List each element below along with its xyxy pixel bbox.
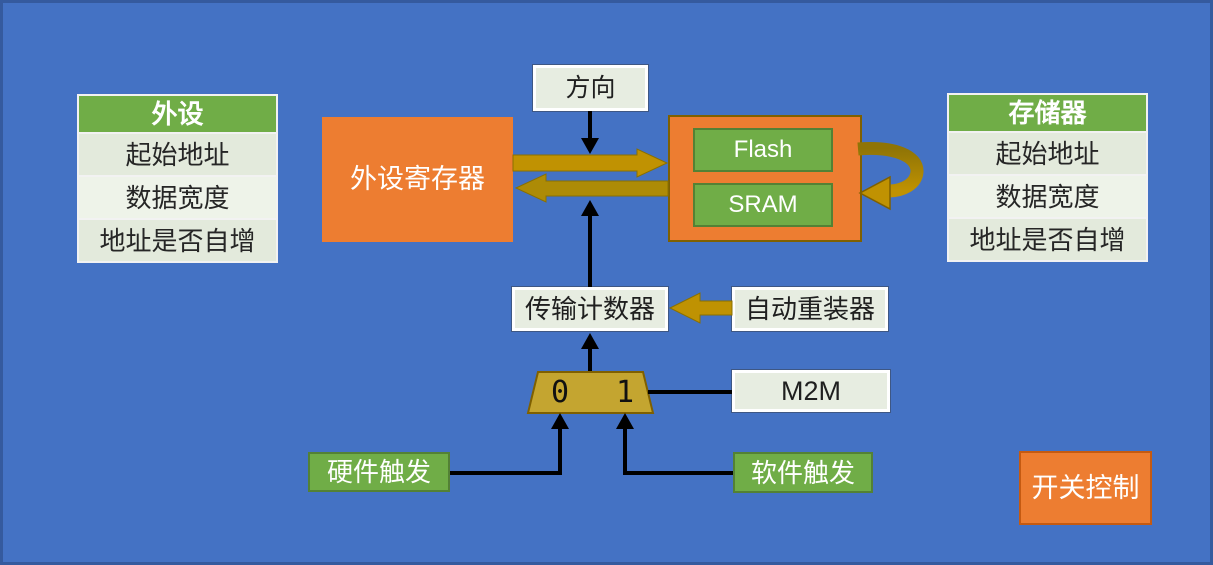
switch-control-box: 开关控制 bbox=[1019, 451, 1152, 525]
memory-table: 存储器 起始地址 数据宽度 地址是否自增 bbox=[947, 93, 1148, 262]
peripheral-table-header: 外设 bbox=[79, 96, 276, 132]
peripheral-register-box: 外设寄存器 bbox=[322, 117, 513, 242]
sram-box: SRAM bbox=[693, 183, 833, 227]
peripheral-table-row-data-width: 数据宽度 bbox=[79, 177, 276, 218]
memory-loop-arrow bbox=[857, 141, 924, 198]
hardware-trigger-arrowhead bbox=[551, 413, 569, 429]
peripheral-table: 外设 起始地址 数据宽度 地址是否自增 bbox=[77, 94, 278, 263]
software-trigger-line bbox=[623, 427, 733, 475]
mux-to-counter-arrowhead bbox=[581, 333, 599, 349]
memory-table-row-start-address: 起始地址 bbox=[949, 133, 1146, 174]
mux-input0-label: 0 bbox=[550, 375, 570, 410]
software-trigger-box: 软件触发 bbox=[733, 452, 873, 493]
memory-to-peripheral-arrow bbox=[514, 173, 669, 203]
memory-table-header: 存储器 bbox=[949, 95, 1146, 131]
peripheral-table-row-start-address: 起始地址 bbox=[79, 134, 276, 175]
transfer-counter-box: 传输计数器 bbox=[512, 287, 668, 331]
hardware-trigger-line bbox=[450, 427, 562, 475]
m2m-box: M2M bbox=[732, 370, 890, 412]
auto-reload-box: 自动重装器 bbox=[732, 287, 888, 331]
peripheral-table-row-auto-increment: 地址是否自增 bbox=[79, 220, 276, 261]
peripheral-to-memory-arrow bbox=[512, 148, 669, 178]
direction-box: 方向 bbox=[533, 65, 648, 111]
memory-table-row-data-width: 数据宽度 bbox=[949, 176, 1146, 217]
software-trigger-arrowhead bbox=[616, 413, 634, 429]
flash-box: Flash bbox=[693, 128, 833, 172]
counter-up-arrowhead bbox=[581, 200, 599, 216]
hardware-trigger-box: 硬件触发 bbox=[308, 452, 450, 492]
memory-table-row-auto-increment: 地址是否自增 bbox=[949, 219, 1146, 260]
memory-loop-arrowhead bbox=[858, 175, 891, 211]
memory-box: Flash SRAM bbox=[668, 115, 862, 242]
mux-input1-label: 1 bbox=[615, 375, 635, 410]
direction-down-arrowhead bbox=[581, 138, 599, 154]
reload-to-counter-arrow bbox=[668, 292, 733, 324]
